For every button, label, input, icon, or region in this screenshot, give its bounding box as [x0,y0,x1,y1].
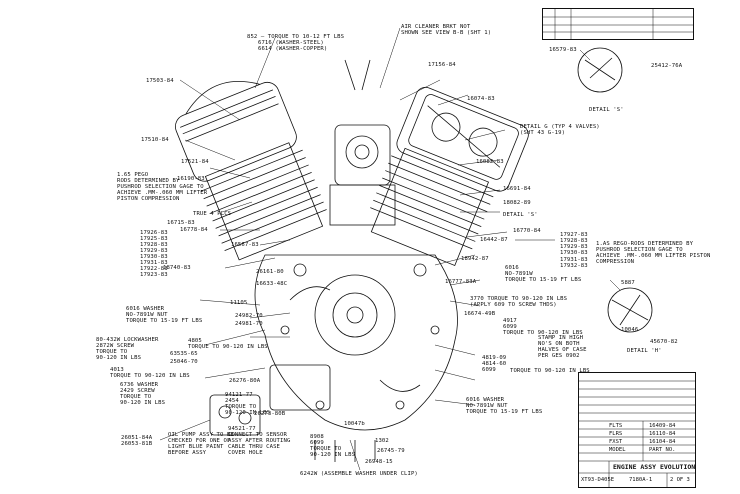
label-lockwasher: 80-432W LOCKWASHER 2872W SCREW TORQUE TO… [96,337,159,361]
label-16082: 16082-83 [476,159,504,165]
part-flts: 16409-84 [649,423,676,429]
title-block: FLTS 16409-84 FLRS 16110-84 FXST 16104-8… [578,372,696,488]
label-94521: 94521-77 CONNECT TO SENSOR ASSY AFTER RO… [228,426,291,456]
label-2454: 2454 TORQUE TO 90-120 IN LBS [225,398,271,416]
label-6242w: 6242W (ASSEMBLE WASHER UNDER CLIP) [300,471,418,477]
label-18082: 18082-89 [503,200,531,206]
label-6016-bottom: 6016 WASHER NO-7891W NUT TORQUE TO 15-19… [466,397,543,415]
label-6716: 6716 (WASHER-STEEL) [258,40,324,46]
label-16074: 16074-83 [467,96,495,102]
label-detail-g: DETAIL G (TYP 4 VALVES) (SHT 43 G-19) [520,124,600,136]
label-18740: 18740-83 [163,265,191,271]
label-pushrod-right: 1.AS REGO-RODS DETERMINED BY PUSHROD SEL… [596,241,711,265]
model-fxst: FXST [609,439,623,445]
label-6736: 6736 WASHER 2429 SCREW TORQUE TO 90-120 … [120,382,166,406]
label-11105: 11105 [230,300,248,306]
label-852-torque: 852 — TORQUE TO 10-12 FT LBS [247,34,345,40]
crankcase [254,254,458,431]
label-16715: 16715-83 [167,220,195,226]
title-block-grid [579,380,695,487]
label-18942: 18942-87 [461,256,489,262]
front-cylinder [175,81,327,261]
label-16777: 16777-83A [445,279,477,285]
oil-pump [209,394,261,436]
label-16442: 16442-87 [480,237,508,243]
label-1302: 1302 [375,438,389,444]
label-16674: 16674-49B [464,311,496,317]
detail-s [577,47,623,93]
label-4013: 4013 TORQUE TO 90-120 IN LBS [110,367,190,379]
model-flts: FLTS [609,423,623,429]
label-26745: 26745-79 [377,448,405,454]
label-45670: 45670-82 [650,339,678,345]
label-26948: 26948-15 [365,459,393,465]
label-17931: 17931-83 17932-83 [560,257,588,269]
label-16579: 16579-83 [549,47,577,53]
label-24981: 24981-70 [235,321,263,327]
label-26273: 26273-80B [254,411,286,417]
label-10047: 10047b [344,421,365,427]
label-8908: 8908 6099 TORQUE TO 90-120 IN LBS [310,434,356,458]
revision-block [542,8,694,40]
part-flrs: 16110-84 [649,431,676,437]
label-25412: 25412-76A [651,63,683,69]
label-17510: 17510-84 [141,137,169,143]
label-26276: 26276-80A [229,378,261,384]
label-4805: 4805 TORQUE TO 90-120 IN LBS [188,338,268,350]
label-26051: 26051-84A 26053-81B [121,435,153,447]
label-17926-list: 17926-83 17925-83 17928-83 17929-83 1793… [140,230,168,278]
label-16778: 16778-84 [180,227,208,233]
part-fxst: 16104-84 [649,439,676,445]
label-94121: 94121-77 [225,392,253,398]
label-17503: 17503-84 [146,78,174,84]
label-oil-pump-note: OIL PUMP ASSY TO BE CHECKED FOR ONE OF L… [168,432,234,456]
label-3770: 3770 TORQUE TO 90-120 IN LBS (APPLY 609 … [470,296,568,308]
label-26161: 26161-80 [256,269,284,275]
label-air-cleaner: AIR CLEANER BRKT NOT SHOWN SEE VIEW B-B … [401,24,492,36]
label-stamp-note: STAMP IN HIGH NO'S ON BOTH HALVES OF CAS… [538,335,587,359]
part-no-header: PART NO. [649,447,676,453]
label-6016-top: 6016 NO-7891W TORQUE TO 15-19 FT LBS [505,265,582,283]
label-detail-h: DETAIL 'H' [627,348,662,354]
carburetor [334,124,391,186]
label-16691: 16691-84 [503,186,531,192]
label-16770: 16770-84 [513,228,541,234]
detail-h [607,287,653,333]
label-6016-washer-left: 6016 WASHER NO-7891W NUT TORQUE TO 15-19… [126,306,203,324]
label-63535: 63535-65 [170,351,198,357]
label-25046: 25046-70 [170,359,198,365]
model-header: MODEL [609,447,626,453]
label-17521: 17521-84 [181,159,209,165]
label-torque-12: TORQUE TO 90-120 IN LBS [510,368,590,374]
label-5887: 5887 [621,280,635,286]
label-16633: 16633-48C [256,281,288,287]
label-pushrod-left: 1.65 PEGO RODS DETERMINED BY PUSHROD SEL… [117,172,208,202]
sheet-id: 7180A-1 [629,477,653,483]
model-flrs: FLRS [609,431,623,437]
label-6614: 6614 (WASHER-COPPER) [258,46,328,52]
label-10046: 10046 [621,327,639,333]
label-true-4: TRUE 4 PLCS [193,211,232,217]
label-24982: 24982-70 [235,313,263,319]
label-16190: 16190-83 [177,176,205,182]
drawing-number: XT93-D405E [581,477,615,483]
sheet-rev: 2 OF 3 [670,477,690,483]
label-16567: 16567-83 [231,242,259,248]
label-4917: 4917 6099 [503,318,517,330]
label-torque-90-120: TORQUE TO 90-120 IN LBS [503,330,583,336]
label-4819: 4819-09 4814-60 6099 [482,355,507,373]
drawing-title: ENGINE ASSY EVOLUTION [613,463,696,471]
label-17156: 17156-84 [428,62,456,68]
label-detail-s-callout: DETAIL 'S' [503,212,538,218]
label-17927-list: 17927-83 17928-83 17929-83 17930-83 [560,232,588,256]
rear-cylinder [370,86,529,267]
label-detail-s: DETAIL 'S' [589,107,624,113]
